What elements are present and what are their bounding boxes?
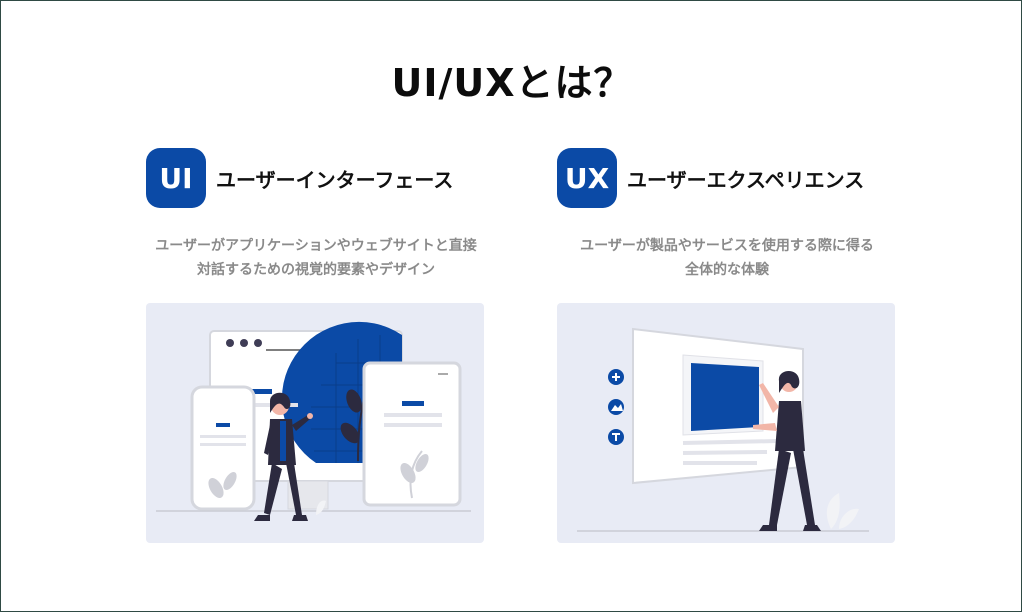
person-figure bbox=[753, 370, 821, 531]
ui-illustration-svg bbox=[156, 321, 471, 521]
text-icon bbox=[608, 429, 624, 445]
ui-illustration bbox=[146, 303, 484, 543]
plus-icon bbox=[608, 369, 624, 385]
ui-description-line2: 対話するための視覚的要素やデザイン bbox=[197, 262, 435, 278]
ux-heading-row: UX ユーザーエクスペリエンス bbox=[557, 148, 897, 208]
ux-illustration bbox=[557, 303, 895, 543]
tablet-device bbox=[362, 361, 462, 507]
ui-heading: ユーザーインターフェース bbox=[216, 167, 454, 192]
plant-icon bbox=[826, 493, 859, 529]
ui-description-line1: ユーザーがアプリケーションやウェブサイトと直接 bbox=[155, 238, 477, 254]
person-figure bbox=[254, 392, 326, 521]
ux-description-line2: 全体的な体験 bbox=[685, 262, 769, 278]
ux-description: ユーザーが製品やサービスを使用する際に得る 全体的な体験 bbox=[547, 234, 907, 282]
ui-badge: UI bbox=[146, 148, 206, 208]
image-icon bbox=[608, 399, 624, 415]
browser-window bbox=[209, 321, 403, 482]
phone-device bbox=[190, 385, 256, 511]
ux-heading: ユーザーエクスペリエンス bbox=[627, 167, 865, 192]
ui-heading-row: UI ユーザーインターフェース bbox=[146, 148, 486, 208]
ux-section: UX ユーザーエクスペリエンス ユーザーが製品やサービスを使用する際に得る 全体… bbox=[557, 148, 897, 282]
presentation-board bbox=[632, 327, 804, 485]
ux-illustration-svg bbox=[577, 327, 869, 532]
ux-badge: UX bbox=[557, 148, 617, 208]
ui-description: ユーザーがアプリケーションやウェブサイトと直接 対話するための視覚的要素やデザイ… bbox=[136, 234, 496, 282]
page-title: UI/UXとは？ bbox=[391, 61, 633, 105]
ux-description-line1: ユーザーが製品やサービスを使用する際に得る bbox=[580, 238, 874, 254]
ui-section: UI ユーザーインターフェース ユーザーがアプリケーションやウェブサイトと直接 … bbox=[146, 148, 486, 282]
